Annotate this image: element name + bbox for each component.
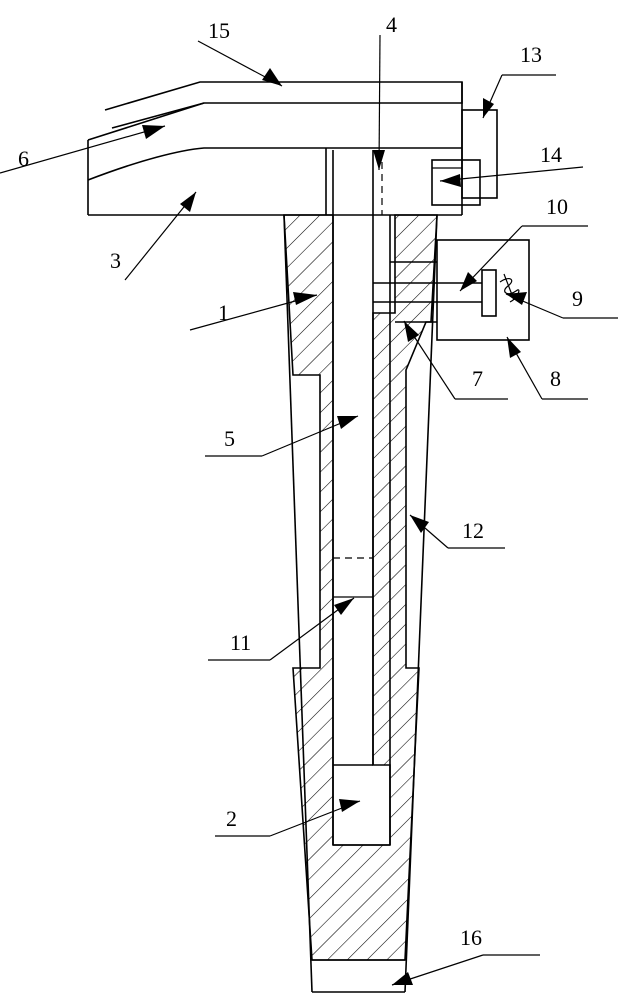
part-labels: 15 4 13 6 14 10 3 9 1 7 8 5 12 11 2 16: [18, 12, 583, 950]
label-6: 6: [18, 146, 29, 171]
label-11: 11: [230, 630, 251, 655]
label-2: 2: [226, 806, 237, 831]
label-9: 9: [572, 286, 583, 311]
arrowheads: [142, 68, 527, 985]
label-15: 15: [208, 18, 230, 43]
label-5: 5: [224, 426, 235, 451]
label-7: 7: [472, 366, 483, 391]
label-3: 3: [110, 248, 121, 273]
head-assembly: [87, 81, 498, 216]
label-16: 16: [460, 925, 482, 950]
label-1: 1: [218, 300, 229, 325]
label-4: 4: [386, 12, 397, 37]
central-rod: [332, 150, 391, 846]
label-14: 14: [540, 142, 562, 167]
label-12: 12: [462, 518, 484, 543]
label-13: 13: [520, 42, 542, 67]
label-10: 10: [546, 194, 568, 219]
handle-outline: [283, 214, 438, 993]
label-8: 8: [550, 366, 561, 391]
side-mechanism: [373, 239, 530, 341]
